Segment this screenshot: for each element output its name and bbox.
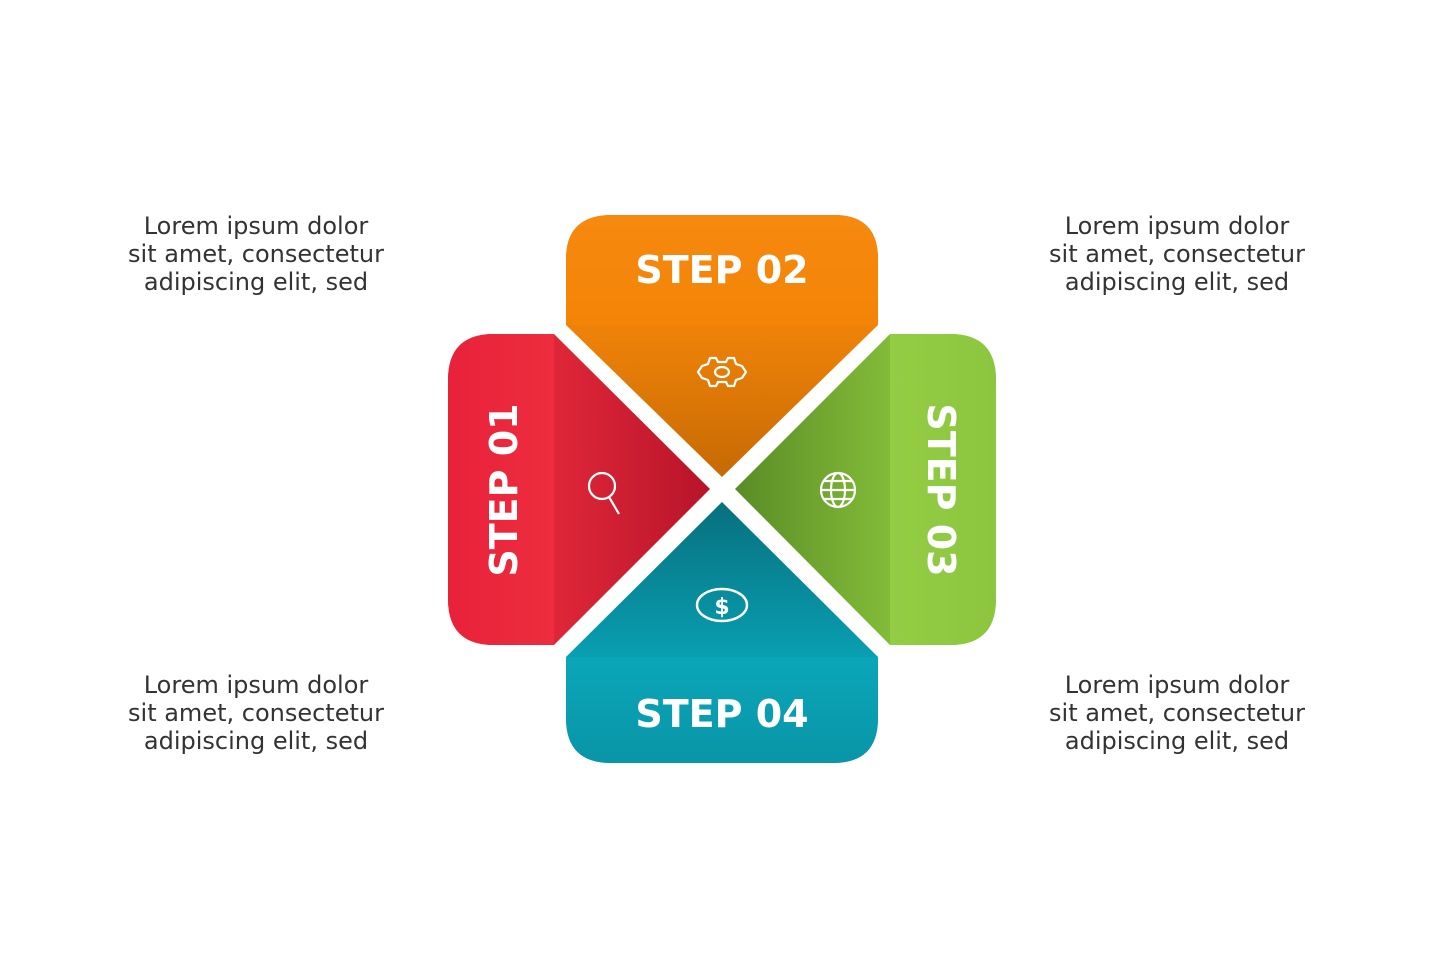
step-01-block: STEP 01 xyxy=(448,334,710,645)
description-line: sit amet, consectetur xyxy=(128,240,384,268)
step-02-block: STEP 02 xyxy=(566,215,878,477)
description-line: sit amet, consectetur xyxy=(128,699,384,727)
description-line: Lorem ipsum dolor xyxy=(143,212,369,240)
step-04-tab xyxy=(566,657,878,763)
step-02-description: Lorem ipsum dolor sit amet, consectetur … xyxy=(1027,212,1327,296)
gear-icon xyxy=(696,356,748,388)
description-line: Lorem ipsum dolor xyxy=(1064,212,1290,240)
svg-text:$: $ xyxy=(714,595,729,620)
step-03-block: STEP 03 xyxy=(735,334,996,645)
magnifier-icon xyxy=(587,471,620,515)
step-02-label: STEP 02 xyxy=(635,248,808,292)
step-04-description: Lorem ipsum dolor sit amet, consectetur … xyxy=(106,671,406,755)
dollar-coin-icon: $ xyxy=(695,587,749,623)
step-04-block: STEP 04 $ xyxy=(566,502,878,763)
description-line: Lorem ipsum dolor xyxy=(143,671,369,699)
step-01-tab xyxy=(448,334,554,645)
description-line: adipiscing elit, sed xyxy=(1064,268,1290,296)
step-02-tab xyxy=(566,215,878,325)
description-line: sit amet, consectetur xyxy=(1049,699,1305,727)
description-line: adipiscing elit, sed xyxy=(143,727,369,755)
step-01-description: Lorem ipsum dolor sit amet, consectetur … xyxy=(106,212,406,296)
description-line: adipiscing elit, sed xyxy=(143,268,369,296)
globe-icon xyxy=(819,471,857,509)
step-03-label: STEP 03 xyxy=(919,403,963,576)
description-line: adipiscing elit, sed xyxy=(1064,727,1290,755)
description-line: sit amet, consectetur xyxy=(1049,240,1305,268)
step-04-label: STEP 04 xyxy=(635,692,808,736)
description-line: Lorem ipsum dolor xyxy=(1064,671,1290,699)
step-03-tab xyxy=(890,334,996,645)
step-03-description: Lorem ipsum dolor sit amet, consectetur … xyxy=(1027,671,1327,755)
step-01-label: STEP 01 xyxy=(482,403,526,576)
